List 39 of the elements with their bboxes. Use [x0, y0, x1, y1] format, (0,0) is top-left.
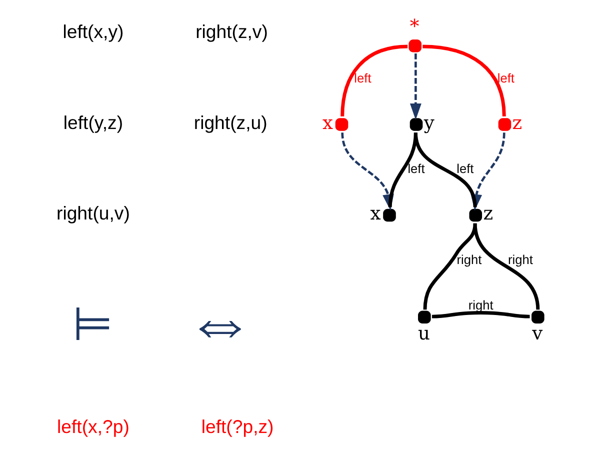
edge-label: left — [407, 161, 424, 176]
node-circle — [498, 118, 511, 131]
node-circle — [468, 208, 482, 222]
label: ⊨ — [72, 298, 114, 350]
edge-label: right — [468, 297, 493, 312]
label: ⇔ — [184, 282, 255, 361]
node-label: x — [370, 204, 380, 225]
connector — [431, 310, 530, 318]
edge-label: left — [496, 70, 514, 86]
label: left(y,z) — [62, 112, 123, 133]
edge-label: right — [508, 252, 532, 267]
label: left(x,?p) — [56, 416, 129, 437]
label: right(z,u) — [193, 112, 267, 133]
node-label: y — [423, 112, 434, 134]
node-label: x — [322, 112, 333, 134]
node-label: z — [482, 204, 493, 225]
node-label: * — [409, 16, 419, 38]
connector — [340, 44, 408, 116]
node-label: v — [532, 324, 542, 345]
label: right(z,v) — [195, 21, 268, 42]
arrow — [409, 53, 421, 120]
connector — [472, 223, 540, 310]
node-label: z — [512, 112, 522, 134]
node-circle — [409, 118, 422, 131]
connector — [413, 132, 476, 208]
node-circle — [408, 40, 421, 52]
label: left(?p,z) — [200, 416, 274, 437]
node-label: u — [418, 324, 430, 345]
node-circle — [531, 310, 544, 324]
node-circle — [382, 208, 396, 222]
edge-label: left — [354, 70, 371, 86]
edge-label: right — [456, 252, 482, 267]
node-circle — [418, 310, 430, 324]
label: left(x,y) — [62, 21, 124, 42]
label: right(u,v) — [56, 202, 130, 224]
edge-label: left — [456, 161, 474, 176]
node-circle — [334, 118, 348, 131]
connector — [422, 44, 506, 116]
connector — [422, 223, 476, 310]
